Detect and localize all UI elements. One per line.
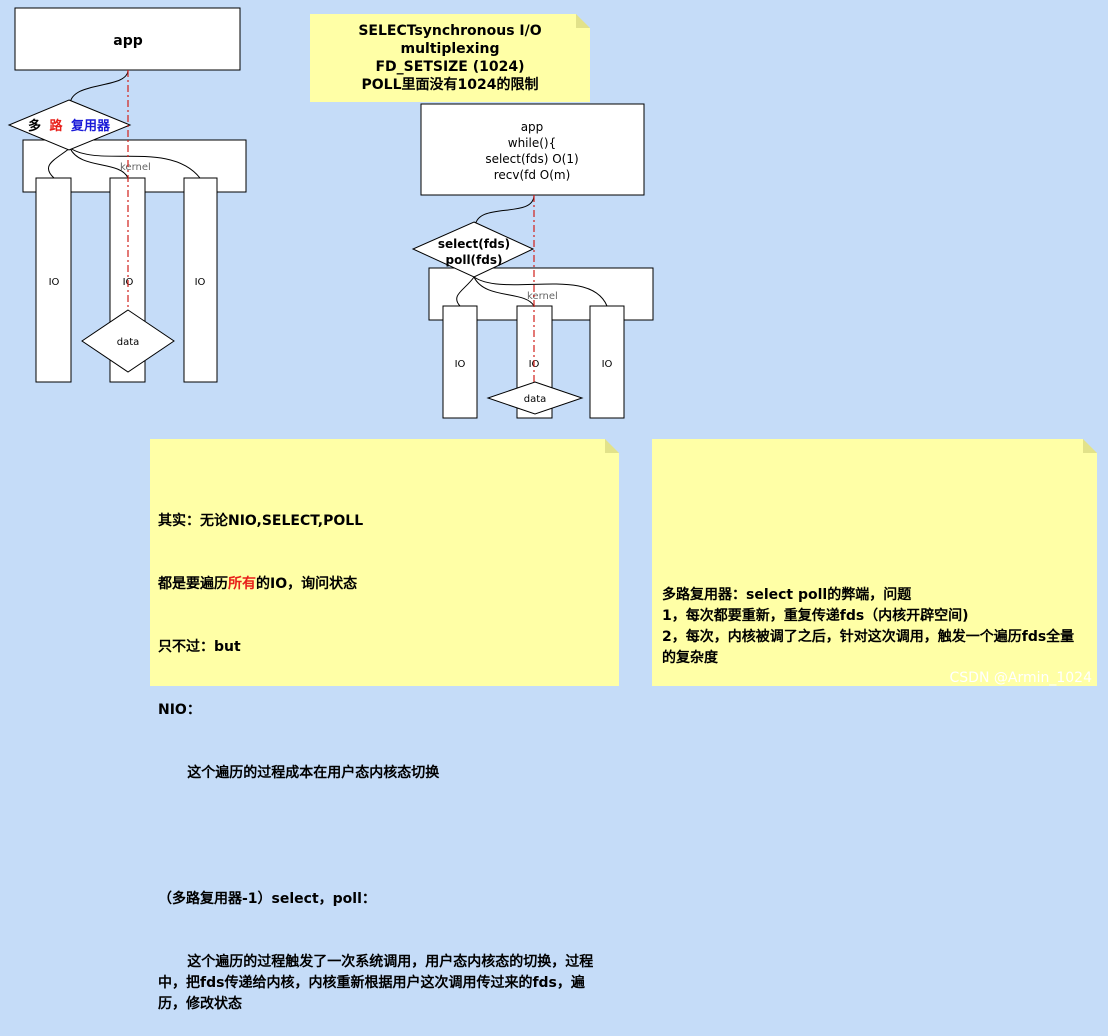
note-line-2-pre: 都是要遍历 [158, 576, 228, 592]
left-mux-to-io-curves [47, 147, 201, 179]
right-app-line-2: while(){ [508, 136, 556, 150]
right-kernel-label: kernel [527, 291, 558, 302]
right-io-column-1 [442, 305, 478, 419]
right-io-column-3 [589, 305, 625, 419]
select-info-line-3: FD_SETSIZE (1024) [375, 59, 525, 75]
note-line-2-post: 的IO，询问状态 [256, 576, 358, 592]
right-select-poll-diamond [411, 221, 535, 278]
left-diagram: app kernel IO IO IO 多 路 复用器 data [7, 7, 247, 383]
left-mux-label-part1: 多 [28, 118, 41, 134]
drawbacks-text: 多路复用器：select poll的弊端，问题 1，每次都要重新，重复传递fds… [662, 587, 1075, 666]
left-io-column-1 [35, 177, 72, 383]
select-info-line-2: multiplexing [400, 41, 500, 57]
left-app-to-mux-curve [69, 69, 129, 106]
right-io-label-1: IO [455, 359, 466, 370]
right-app-line-4: recv(fd O(m) [494, 168, 571, 182]
right-app-to-select-curve [474, 194, 535, 229]
note-fold-corner [605, 439, 619, 453]
note-line-3: 只不过：but [158, 639, 241, 655]
right-app-box [420, 103, 645, 196]
select-info-note: SELECTsynchronous I/O multiplexing FD_SE… [310, 14, 590, 102]
right-data-diamond [486, 381, 584, 415]
right-data-label: data [524, 394, 547, 405]
right-app-line-1: app [521, 120, 544, 134]
note-line-2: 都是要遍历所有的IO，询问状态 [158, 574, 611, 595]
left-mux-label-part2: 路 [49, 118, 63, 134]
left-io-column-3 [183, 177, 218, 383]
note-line-5: 这个遍历的过程成本在用户态内核态切换 [158, 765, 440, 781]
note-line-1: 其实：无论NIO,SELECT,POLL [158, 513, 364, 529]
right-select-line-1: select(fds) [438, 237, 510, 251]
note-fold-corner [1083, 439, 1097, 453]
left-io-label-3: IO [195, 277, 206, 288]
right-io-label-3: IO [602, 359, 613, 370]
note-fold-corner [576, 14, 590, 28]
diagram-canvas: app kernel IO IO IO 多 路 复用器 data app whi… [7, 7, 654, 419]
left-mux-label: 多 路 复用器 [28, 118, 111, 134]
multiplexer-drawbacks-note: 多路复用器：select poll的弊端，问题 1，每次都要重新，重复传递fds… [652, 439, 1097, 686]
select-info-line-4: POLL里面没有1024的限制 [361, 77, 539, 93]
left-data-label: data [117, 337, 140, 348]
note-line-8: 这个遍历的过程触发了一次系统调用，用户态内核态的切换，过程中，把fds传递给内核… [158, 954, 594, 1012]
left-data-diamond [81, 309, 175, 373]
traversal-explanation-note: 其实：无论NIO,SELECT,POLL 都是要遍历所有的IO，询问状态 只不过… [150, 439, 619, 1012]
right-select-to-io-curves [456, 276, 608, 307]
right-diagram: app while(){ select(fds) O(1) recv(fd O(… [411, 103, 654, 419]
left-mux-label-part3: 复用器 [70, 118, 111, 134]
right-app-line-3: select(fds) O(1) [485, 152, 578, 166]
left-app-box [14, 7, 241, 71]
right-select-line-2: poll(fds) [446, 253, 503, 267]
left-kernel-label: kernel [120, 162, 151, 173]
left-app-label: app [113, 33, 143, 49]
csdn-watermark: CSDN @Armin_1024 [949, 670, 1092, 686]
note-line-2-highlight: 所有 [228, 576, 256, 592]
left-io-label-1: IO [49, 277, 60, 288]
select-info-line-1: SELECTsynchronous I/O [358, 23, 542, 39]
note-line-4: NIO： [158, 702, 201, 718]
note-line-6 [158, 826, 611, 847]
left-multiplexer-diamond [7, 99, 132, 151]
note-line-7: （多路复用器-1）select，poll： [158, 891, 376, 907]
